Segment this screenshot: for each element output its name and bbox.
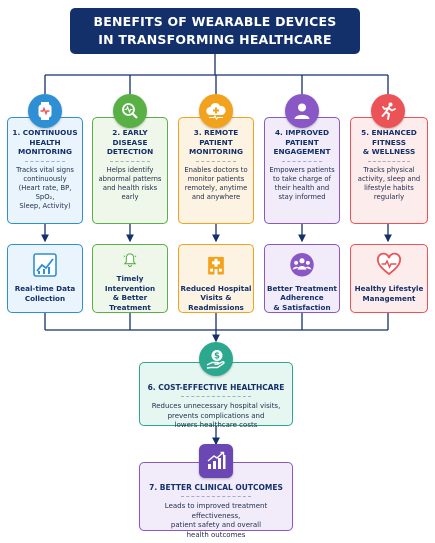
benefit-description: Helps identify abnormal patterns and hea…: [98, 165, 162, 201]
benefit-title: 5. ENHANCED FITNESS & WELLNESS: [361, 128, 417, 156]
growth-chart-icon: [199, 444, 233, 478]
benefit-card-fitness-wellness: 5. ENHANCED FITNESS & WELLNESS Tracks ph…: [350, 117, 428, 224]
divider: [181, 496, 251, 497]
heart-monitor-watch-icon: [28, 94, 62, 128]
result-treatment-adherence: Better Treatment Adherence & Satisfactio…: [264, 244, 340, 313]
benefit-card-remote-monitoring: 3. REMOTE PATIENT MONITORING Enables doc…: [178, 117, 254, 224]
result-label: Better Treatment Adherence & Satisfactio…: [267, 283, 337, 312]
result-real-time-data: Real-time Data Collection: [7, 244, 83, 313]
benefit-title: 1. CONTINUOUS HEALTH MONITORING: [12, 128, 78, 156]
benefit-description: Enables doctors to monitor patients remo…: [184, 165, 248, 201]
title-line-1: BENEFITS OF WEARABLE DEVICES: [93, 14, 337, 29]
divider: [24, 160, 66, 162]
bell-alert-icon: [123, 253, 137, 267]
divider: [195, 160, 237, 162]
result-reduced-hospital-visits: Reduced Hospital Visits & Readmissions: [178, 244, 254, 313]
benefit-card-early-detection: 2. EARLY DISEASE DETECTION Helps identif…: [92, 117, 168, 224]
benefit-description: Empowers patients to take charge of thei…: [269, 165, 335, 201]
result-label: Healthy Lifestyle Management: [354, 284, 424, 303]
benefit-card-patient-engagement: 4. IMPROVED PATIENT ENGAGEMENT Empowers …: [264, 117, 340, 224]
running-person-icon: [371, 94, 405, 128]
benefit-title: 2. EARLY DISEASE DETECTION: [106, 128, 154, 156]
cost-description: Reduces unnecessary hospital visits, pre…: [151, 402, 281, 429]
divider: [109, 160, 151, 162]
group-people-icon: [290, 252, 314, 277]
heart-pulse-icon: [377, 252, 401, 276]
benefit-title: 3. REMOTE PATIENT MONITORING: [189, 128, 243, 156]
result-label: Reduced Hospital Visits & Readmissions: [180, 283, 252, 312]
svg-text:$: $: [214, 352, 220, 362]
result-healthy-lifestyle: Healthy Lifestyle Management: [350, 244, 428, 313]
benefit-description: Tracks vital signs continuously (Heart r…: [16, 165, 74, 210]
cost-title: 6. COST-EFFECTIVE HEALTHCARE: [147, 383, 285, 392]
outcomes-description: Leads to improved treatment effectivenes…: [164, 502, 268, 539]
outcomes-title: 7. BETTER CLINICAL OUTCOMES: [149, 483, 283, 492]
cloud-medical-icon: [199, 94, 233, 128]
title-line-2: IN TRANSFORMING HEALTHCARE: [98, 32, 332, 47]
result-timely-intervention: Timely Intervention & Better Treatment: [92, 244, 168, 313]
line-chart-icon: [33, 253, 57, 277]
divider: [181, 396, 251, 397]
benefit-description: Tracks physical activity, sleep and life…: [357, 165, 421, 201]
divider: [368, 160, 410, 162]
page-title: BENEFITS OF WEARABLE DEVICES IN TRANSFOR…: [70, 8, 360, 54]
money-hand-icon: $: [199, 342, 233, 376]
result-label: Real-time Data Collection: [14, 284, 76, 303]
divider: [281, 160, 323, 162]
benefit-title: 4. IMPROVED PATIENT ENGAGEMENT: [273, 128, 331, 156]
patient-user-icon: [285, 94, 319, 128]
benefit-card-continuous-monitoring: 1. CONTINUOUS HEALTH MONITORING Tracks v…: [7, 117, 83, 224]
hospital-icon: [208, 256, 224, 275]
result-label: Timely Intervention & Better Treatment: [104, 274, 156, 312]
magnifier-heartbeat-icon: [113, 94, 147, 128]
